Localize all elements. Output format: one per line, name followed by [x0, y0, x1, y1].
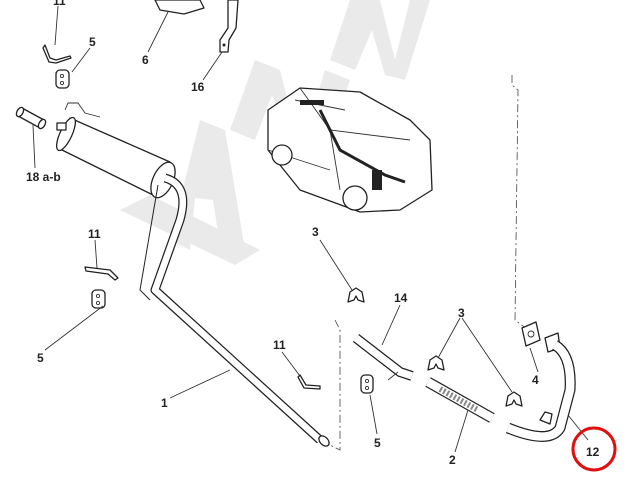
part-3-clamp-a[interactable] [347, 287, 365, 303]
part-2-flex-pipe[interactable] [425, 377, 495, 423]
part-11-clip-left[interactable] [84, 266, 119, 281]
callout-5-center: 5 [374, 436, 381, 450]
callout-3-upper: 3 [312, 225, 319, 239]
callout-11-top: 11 [53, 0, 66, 8]
part-5-rubber-mount-left[interactable] [91, 289, 106, 309]
callout-4: 4 [532, 373, 539, 387]
callout-3-lower: 3 [458, 306, 465, 320]
part-4-gasket[interactable] [521, 321, 541, 347]
part-14-pipe[interactable] [352, 334, 414, 381]
callout-6: 6 [142, 53, 149, 67]
callout-12: 12 [586, 445, 600, 459]
part-18-sleeve[interactable] [15, 106, 47, 130]
part-5-rubber-mount-top[interactable] [55, 69, 70, 89]
guide-line-right [511, 75, 529, 331]
leader-lines [32, 5, 589, 453]
vehicle-illustration [267, 87, 433, 213]
callout-14: 14 [394, 291, 408, 305]
highlight-circle [571, 426, 617, 472]
callout-2: 2 [449, 453, 456, 467]
callout-5-left: 5 [37, 351, 44, 365]
part-11-clip-center[interactable] [297, 374, 321, 390]
part-6-bracket[interactable] [154, 0, 205, 15]
part-3-clamp-b[interactable] [427, 355, 445, 371]
part-16-hanger[interactable] [219, 0, 239, 53]
part-1-muffler[interactable] [53, 102, 180, 201]
callout-11-left: 11 [88, 227, 101, 241]
part-11-clip-top[interactable] [42, 44, 72, 64]
callout-16: 16 [191, 80, 205, 94]
guide-line-mid [329, 319, 341, 451]
callout-18-a-b: 18 a-b [26, 170, 61, 184]
part-1-tailpipe[interactable] [139, 173, 331, 448]
callout-11-center: 11 [273, 338, 286, 352]
part-5-rubber-mount-center[interactable] [360, 374, 374, 394]
part-12-downpipe[interactable] [505, 332, 576, 442]
callout-1: 1 [161, 396, 168, 410]
callout-5-top: 5 [89, 35, 96, 49]
part-3-clamp-c[interactable] [505, 391, 523, 407]
